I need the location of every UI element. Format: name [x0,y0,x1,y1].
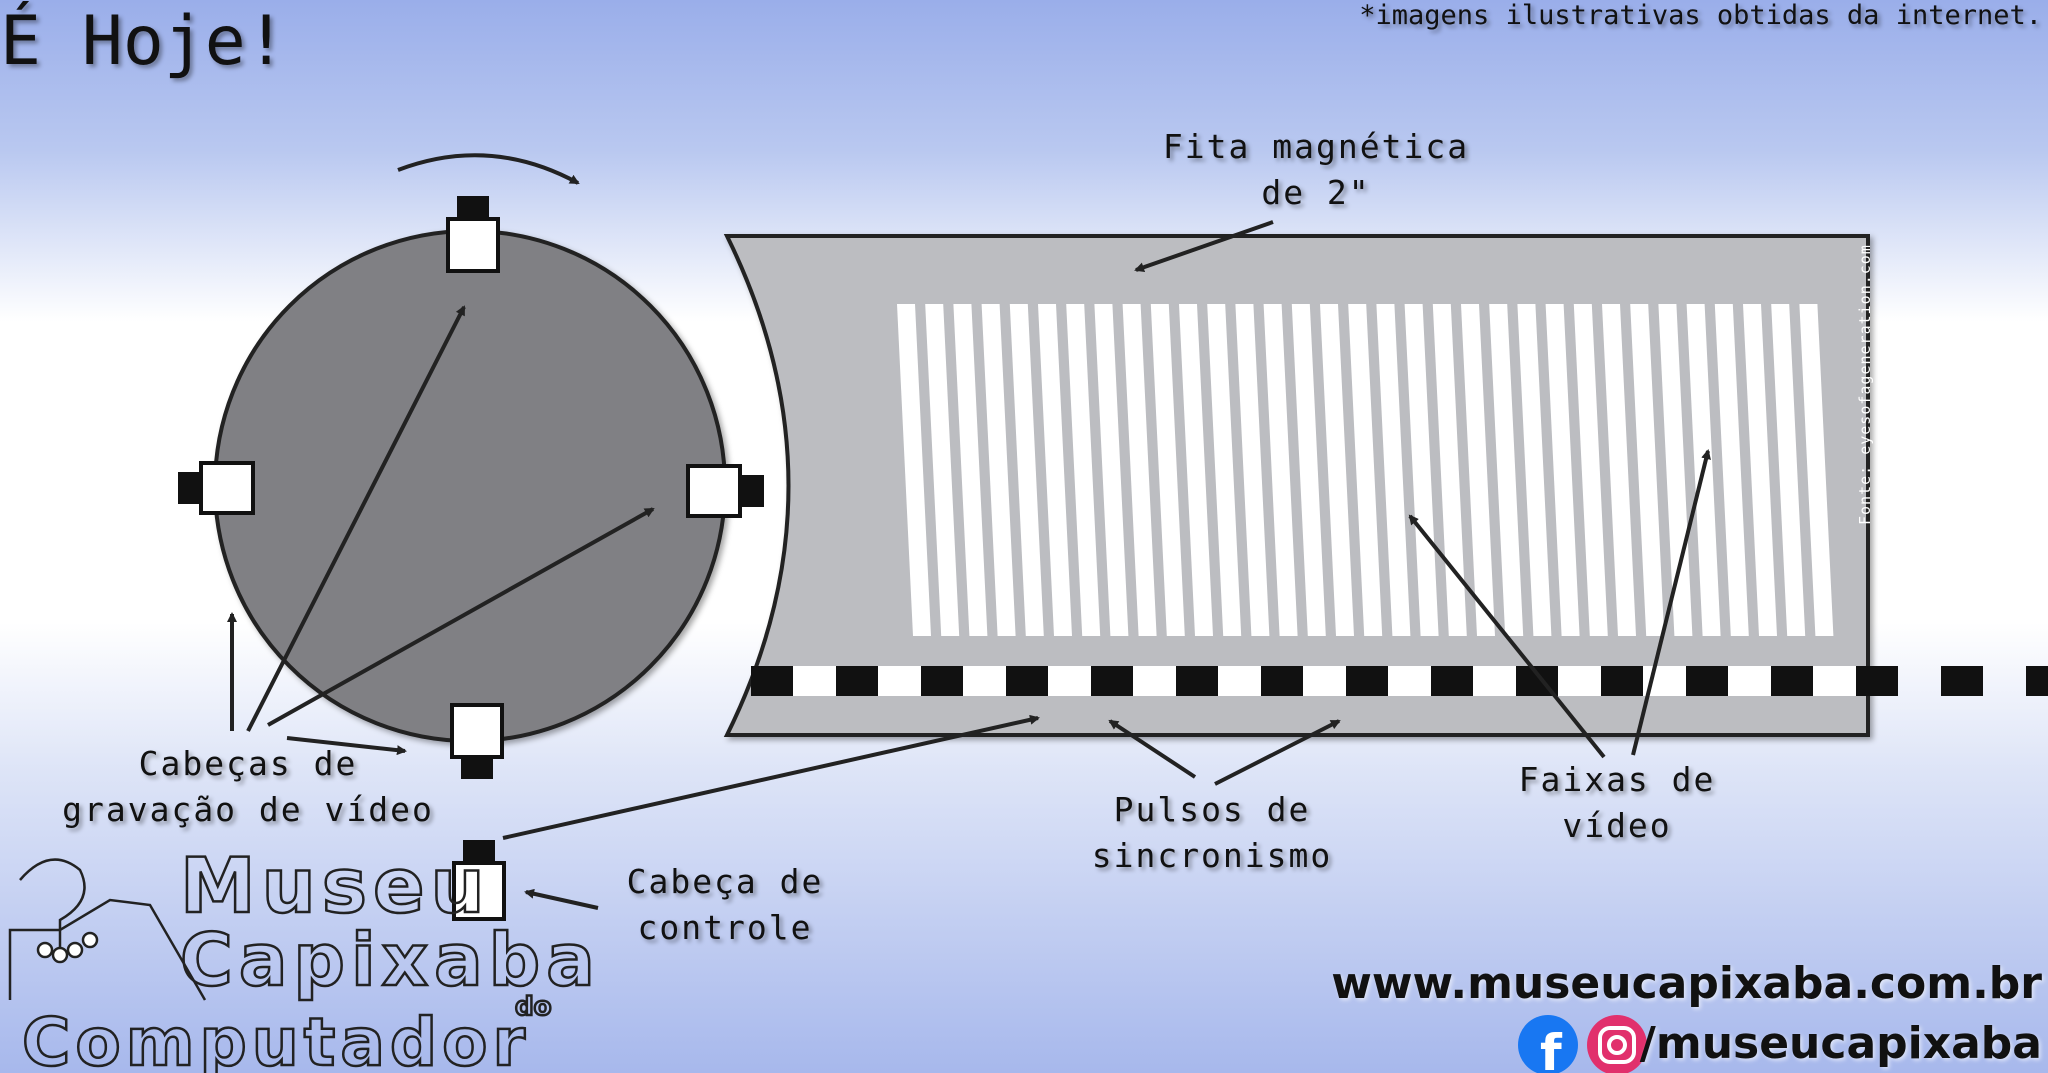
sync-pulse-block [1346,666,1388,696]
video-track-stripe [1602,304,1636,636]
museum-logo: Museu Capixaba do Computador [8,840,601,1073]
video-track-stripe [1376,304,1411,636]
svg-text:f: f [1540,1024,1563,1073]
rotation-arrow [397,153,580,185]
sync-pulse-block [1091,666,1133,696]
video-track-stripe [897,304,931,636]
recording-head-right [686,464,764,518]
sync-pulse-block [1601,666,1643,696]
recording-head-left [178,461,255,515]
logo-line-computador: Computador [22,1004,530,1073]
logo-line-museu: Museu [180,841,491,930]
video-track-stripe [1799,304,1834,636]
social-handle[interactable]: /museucapixaba [1639,1018,2042,1069]
arrow [502,714,1040,840]
control-head [452,840,506,921]
recording-head-bottom [450,703,504,779]
website-link[interactable]: www.museucapixaba.com.br [1331,958,2042,1009]
arrow [1214,719,1341,786]
arrow [267,507,655,727]
arrow [246,305,466,732]
video-track-stripe [1743,304,1777,636]
video-track-stripe [981,304,1016,636]
video-track-stripe [1348,304,1383,636]
video-track-stripe [1291,304,1326,636]
sync-pulse-block [1771,666,1813,696]
video-track-stripe [1038,304,1072,636]
sync-pulse-block [1856,666,1898,696]
head-drum [213,229,727,743]
page-title: É Hoje! [0,2,287,81]
arrow [1631,449,1711,756]
video-track-stripe [1122,304,1157,636]
video-track-stripe [1517,304,1552,636]
video-track-stripe [1404,304,1439,636]
video-track-stripe [1150,304,1185,636]
video-track-stripe [1207,304,1242,636]
instagram-icon[interactable] [1587,1015,1647,1073]
recording-head-top [446,196,500,273]
sync-pulse-block [1176,666,1218,696]
arrow [1134,220,1274,273]
sync-pulse-block [836,666,878,696]
video-track-stripe [1630,304,1665,636]
image-credit-note: *imagens ilustrativas obtidas da interne… [1359,0,2042,31]
video-track-stripe [1263,304,1298,636]
sync-pulse-block [2026,666,2048,696]
sync-pulse-block [1941,666,1983,696]
arrow [286,736,407,756]
sync-pulse-block [921,666,963,696]
video-tracks [897,304,1834,636]
video-track-stripe [1320,304,1354,636]
logo-line-do: do [515,992,551,1022]
video-track-stripe [1714,304,1749,636]
palm-tree-circuit-icon [8,858,207,1001]
video-track-stripe [953,304,988,636]
sync-pulse-block [751,666,793,696]
video-track-stripe [1009,304,1044,636]
video-track-stripe [1179,304,1213,636]
logo-line-capixaba: Capixaba [180,918,601,1002]
video-track-stripe [1545,304,1580,636]
video-track-stripe [1066,304,1101,636]
video-track-stripe [1094,304,1129,636]
arrow [524,888,599,910]
video-track-stripe [1432,304,1467,636]
video-track-stripe [1771,304,1806,636]
arrow [1408,514,1606,759]
video-track-stripe [925,304,960,636]
sync-pulse-block [1686,666,1728,696]
video-track-stripe [1235,304,1270,636]
arrow [1108,719,1197,779]
facebook-icon[interactable]: f [1518,1015,1578,1073]
video-track-stripe [1573,304,1608,636]
sync-pulse-block [1261,666,1303,696]
video-track-stripe [1489,304,1524,636]
sync-pulse-block [1431,666,1473,696]
arrows [227,220,1711,910]
sync-pulse-block [1006,666,1048,696]
video-track-stripe [1461,304,1495,636]
sync-pulses [751,666,2048,696]
source-credit: Fonte: eyesofageneration.com [1856,244,1874,525]
